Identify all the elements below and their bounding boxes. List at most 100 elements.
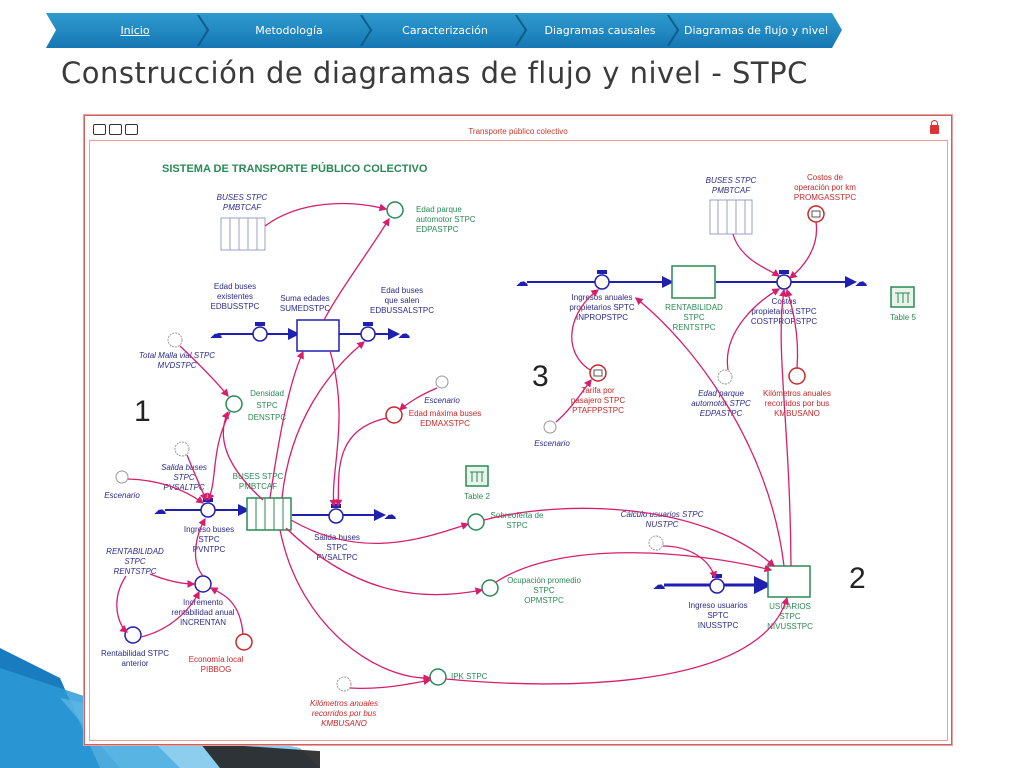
suma-edades-code: SUMEDSTPC [280, 304, 330, 313]
rentabilidad-anterior-label: Rentabilidad STPC [101, 649, 169, 658]
buses-stpc-stock[interactable] [246, 497, 292, 531]
cloud-icon: ☁ [516, 274, 529, 289]
densidad-converter[interactable] [225, 395, 243, 413]
edad-parque-label: Edad parque [416, 205, 462, 214]
table-2-label: Table 2 [464, 492, 490, 501]
valve-edad-buses-existentes[interactable] [252, 326, 268, 342]
nav-item-metodologia[interactable]: Metodología [255, 24, 323, 37]
escenario-icon[interactable] [435, 375, 449, 389]
sobreoferta-label2: STPC [506, 521, 528, 530]
buses-right-label: BUSES STPC [706, 176, 757, 185]
sobreoferta-label: Sobreoferta de [491, 511, 544, 520]
rentabilidad-anterior-label2: anterior [121, 659, 148, 668]
rentabilidad-stock-code: RENTSTPC [672, 323, 715, 332]
tarifa-label: Tarifa por [581, 386, 615, 395]
total-malla-vial-ghost[interactable] [167, 332, 183, 348]
edad-buses-existentes-label2: existentes [217, 292, 253, 301]
buses-stpc-label: BUSES STPC [217, 193, 268, 202]
nav-item-diagramas-flujo-nivel[interactable]: Diagramas de flujo y nivel [684, 24, 828, 37]
costos-operacion-label: Costos de [807, 173, 844, 182]
economia-local-converter[interactable] [235, 633, 253, 651]
rentabilidad-anterior-converter[interactable] [124, 626, 142, 644]
total-malla-vial-label: Total Malla vial STPC [139, 351, 215, 360]
salida-buses-label2: STPC [326, 543, 348, 552]
edad-buses-existentes-label: Edad buses [214, 282, 256, 291]
buses-stpc-stock-code: PMBTCAF [239, 482, 277, 491]
edad-parque-right-label2: automotor STPC [691, 399, 751, 408]
ingresos-anuales-label: Ingresos anuales [572, 293, 633, 302]
cloud-icon: ☁ [653, 577, 666, 592]
costos-operacion-converter[interactable] [807, 205, 825, 223]
suma-edades-label: Suma edades [280, 294, 329, 303]
salida-buses-ghost[interactable] [174, 441, 190, 457]
costos-operacion-label2: operación por km [794, 183, 856, 192]
usuarios-stock[interactable] [767, 565, 811, 598]
incremento-code: INCRENTAN [180, 618, 226, 627]
ocupacion-label: Ocupación promedio [507, 576, 581, 585]
nav-item-caracterizacion[interactable]: Caracterización [402, 24, 488, 37]
nav-item-inicio[interactable]: Inicio [120, 24, 150, 37]
ingreso-buses-label: Ingreso buses [184, 525, 234, 534]
incremento-rentabilidad-converter[interactable] [194, 575, 212, 593]
cloud-icon: ☁ [210, 326, 223, 341]
tarifa-code: PTAFPPSTPC [572, 406, 624, 415]
escenario-icon[interactable] [115, 470, 129, 484]
escenario-icon[interactable] [543, 420, 557, 434]
nav-separator [667, 15, 680, 46]
densidad-code: DENSTPC [248, 413, 286, 422]
causal-links [116, 202, 818, 690]
km-anuales-ghost[interactable] [336, 676, 352, 692]
edad-parque-converter[interactable] [386, 201, 404, 219]
ingreso-buses-label2: STPC [198, 535, 220, 544]
diagram-heading: SISTEMA DE TRANSPORTE PÚBLICO COLECTIVO [162, 162, 428, 175]
valve-ingresos-anuales[interactable] [594, 274, 610, 290]
sobreoferta-converter[interactable] [467, 513, 485, 531]
buses-right-code: PMBTCAF [712, 186, 751, 195]
km-right-label: Kilómetros anuales [763, 389, 831, 398]
costos-propietarios-label: Costos [772, 297, 797, 306]
rentabilidad-ghost-code: RENTSTPC [113, 567, 156, 576]
valve-salida-buses[interactable] [328, 508, 344, 524]
lock-icon[interactable] [930, 120, 939, 134]
grid-icon[interactable] [125, 124, 138, 135]
km-anuales-code: KMBUSANO [321, 719, 367, 728]
rentabilidad-ghost-label: RENTABILIDAD [106, 547, 164, 556]
buses-stpc-ghost-stock[interactable] [220, 217, 266, 251]
table-2-icon[interactable] [465, 465, 489, 487]
km-anuales-right-converter[interactable] [788, 367, 806, 385]
ingreso-usuarios-label: Ingreso usuarios [688, 601, 747, 610]
rentabilidad-stock[interactable] [671, 265, 716, 299]
calculo-usuarios-ghost[interactable] [648, 535, 664, 551]
escenario-right-label: Escenario [534, 439, 570, 448]
table-5-label: Table 5 [890, 313, 916, 322]
toolbar-icon[interactable] [109, 124, 122, 135]
valve-costos-propietarios[interactable] [776, 274, 792, 290]
suma-edades-stock[interactable] [296, 319, 340, 352]
buses-stpc-stock-label: BUSES STPC [233, 472, 284, 481]
total-malla-vial-code: MVDSTPC [157, 361, 196, 370]
buses-stpc-code: PMBTCAF [223, 203, 262, 212]
buses-stpc-right-ghost[interactable] [709, 199, 753, 235]
costos-propietarios-label2: propietarios STPC [751, 307, 817, 316]
nav-separator [197, 15, 210, 46]
ipk-converter[interactable] [429, 668, 447, 686]
table-5-icon[interactable] [890, 286, 915, 308]
nav-bar-background [46, 13, 842, 48]
cloud-icon: ☁ [398, 326, 411, 341]
tarifa-label2: pasajero STPC [571, 396, 625, 405]
nav-item-diagramas-causales[interactable]: Diagramas causales [544, 24, 656, 37]
ocupacion-converter[interactable] [481, 579, 499, 597]
valve-edad-buses-salen[interactable] [360, 326, 376, 342]
window-title: Transporte público colectivo [468, 127, 568, 136]
tarifa-converter[interactable] [589, 364, 607, 382]
valve-ingreso-usuarios[interactable] [709, 578, 725, 594]
valve-ingreso-buses[interactable] [200, 502, 216, 518]
ipk-label: IPK STPC [451, 672, 488, 681]
top-navigation: Inicio Metodología Caracterización Diagr… [46, 13, 842, 48]
region-number-3: 3 [532, 360, 549, 393]
edad-parque-right-ghost[interactable] [717, 369, 733, 385]
edad-maxima-converter[interactable] [385, 406, 403, 424]
densidad-label2: STPC [256, 401, 278, 410]
toolbar-icon[interactable] [93, 124, 106, 135]
